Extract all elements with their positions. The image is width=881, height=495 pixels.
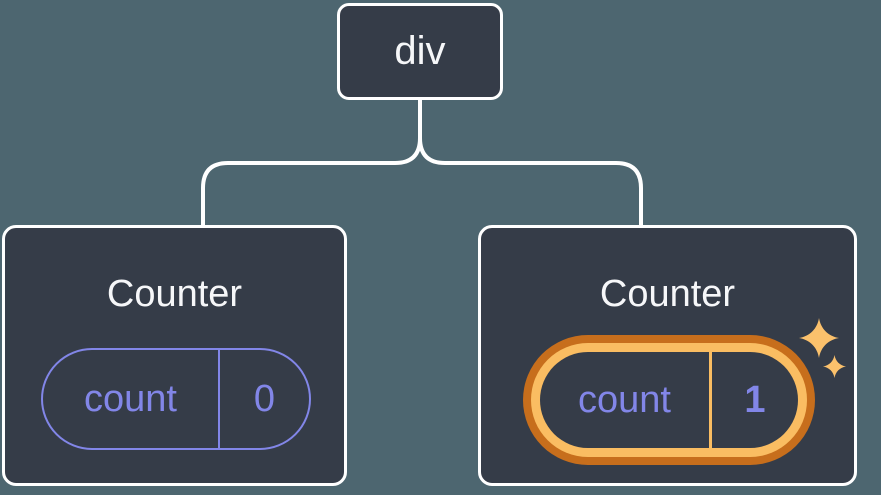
state-key-label: count: [84, 377, 177, 420]
sparkle-large-icon: [799, 318, 839, 358]
state-value: 1: [744, 378, 766, 421]
counter-card-right: Counter count 1: [478, 225, 857, 486]
state-pill: count 1: [540, 352, 798, 448]
sparkle-small-icon: [823, 355, 846, 378]
counter-title: Counter: [599, 273, 736, 315]
state-value: 0: [253, 377, 276, 420]
counter-title: Counter: [106, 273, 243, 315]
state-pill: count 0: [41, 348, 311, 450]
sparkles-icon: [799, 318, 846, 378]
root-node-div: div: [337, 3, 503, 100]
highlight-ring: count 1: [531, 343, 807, 457]
pill-divider: [218, 350, 220, 448]
connector-left-branch: [201, 98, 422, 227]
state-key-label: count: [578, 378, 671, 421]
highlighted-state-pill: count 1: [523, 335, 815, 465]
root-node-label: div: [394, 29, 446, 73]
pill-divider: [709, 352, 712, 448]
connector-right-branch: [418, 98, 643, 227]
counter-card-left: Counter count 0: [2, 225, 347, 486]
